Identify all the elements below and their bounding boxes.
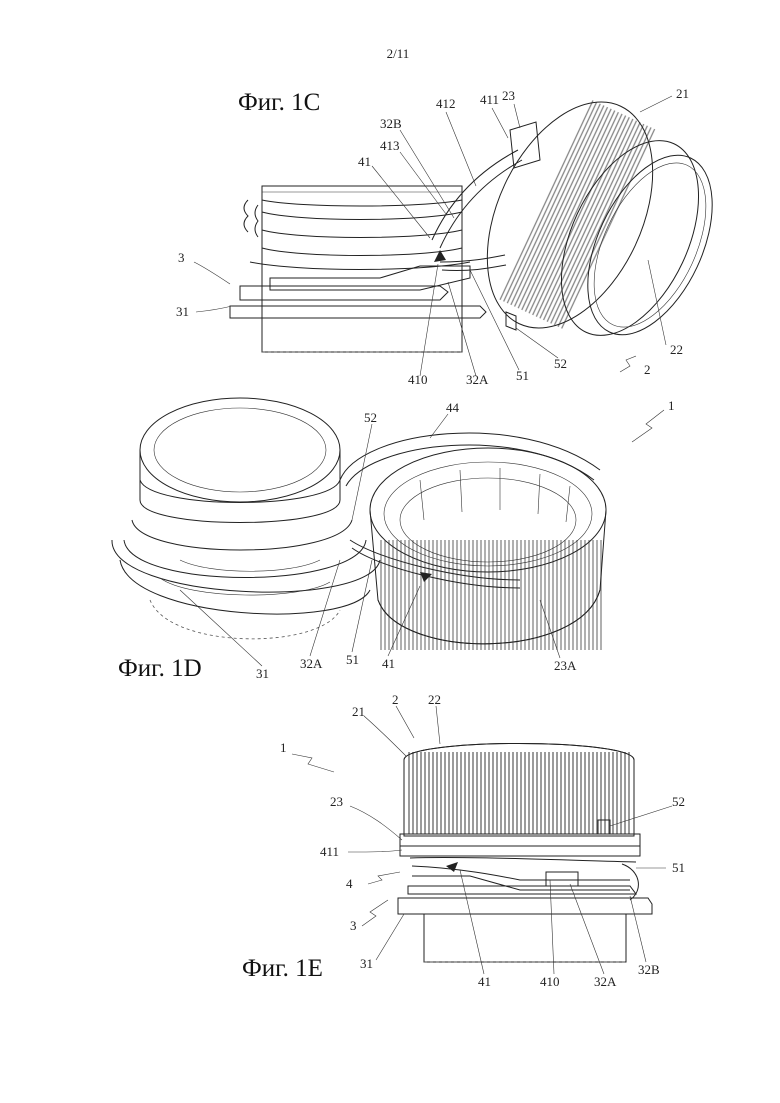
figure-1d-title: Фиг. 1D xyxy=(118,655,202,682)
label-32b: 32B xyxy=(638,962,660,977)
label-2: 2 xyxy=(392,692,399,707)
label-31: 31 xyxy=(176,304,189,319)
label-2: 2 xyxy=(644,362,651,377)
label-410: 410 xyxy=(408,372,428,387)
figure-1d: Фиг. 1D xyxy=(112,398,675,682)
label-411: 411 xyxy=(480,92,499,107)
label-32a: 32A xyxy=(300,656,323,671)
label-31: 31 xyxy=(360,956,373,971)
label-21: 21 xyxy=(352,704,365,719)
label-23: 23 xyxy=(330,794,343,809)
cap-1d xyxy=(370,448,606,650)
tether-strap-1c xyxy=(432,150,522,271)
cap-1c xyxy=(454,76,738,357)
label-3: 3 xyxy=(178,250,185,265)
label-31: 31 xyxy=(256,666,269,681)
label-51: 51 xyxy=(346,652,359,667)
bottle-neck-1e xyxy=(398,886,652,962)
label-51: 51 xyxy=(672,860,685,875)
leaders-1e xyxy=(292,706,672,974)
label-22: 22 xyxy=(670,342,683,357)
label-41: 41 xyxy=(478,974,491,989)
label-22: 22 xyxy=(428,692,441,707)
arrow-icon xyxy=(446,862,458,872)
label-4: 4 xyxy=(346,876,353,891)
label-3: 3 xyxy=(350,918,357,933)
label-52: 52 xyxy=(554,356,567,371)
bottle-neck-1d xyxy=(112,398,380,639)
label-1: 1 xyxy=(280,740,287,755)
page-number: 2/11 xyxy=(387,46,410,61)
label-410: 410 xyxy=(540,974,560,989)
label-23a: 23A xyxy=(554,658,577,673)
figure-1e-title: Фиг. 1E xyxy=(242,955,323,982)
label-413: 413 xyxy=(380,138,400,153)
label-411: 411 xyxy=(320,844,339,859)
label-32a: 32A xyxy=(594,974,617,989)
label-1: 1 xyxy=(668,398,675,413)
label-44: 44 xyxy=(446,400,460,415)
figure-1c-title: Фиг. 1C xyxy=(238,89,320,116)
bottle-neck-1c xyxy=(230,186,486,352)
label-32a: 32A xyxy=(466,372,489,387)
label-52: 52 xyxy=(672,794,685,809)
label-41: 41 xyxy=(358,154,371,169)
label-41: 41 xyxy=(382,656,395,671)
cap-1e xyxy=(400,744,640,857)
label-23: 23 xyxy=(502,88,515,103)
figure-1e: Фиг. 1E xyxy=(242,692,685,989)
label-32b: 32B xyxy=(380,116,402,131)
figure-1c: Фиг. 1C xyxy=(176,76,738,387)
label-52: 52 xyxy=(364,410,377,425)
label-412: 412 xyxy=(436,96,456,111)
label-21: 21 xyxy=(676,86,689,101)
label-51: 51 xyxy=(516,368,529,383)
